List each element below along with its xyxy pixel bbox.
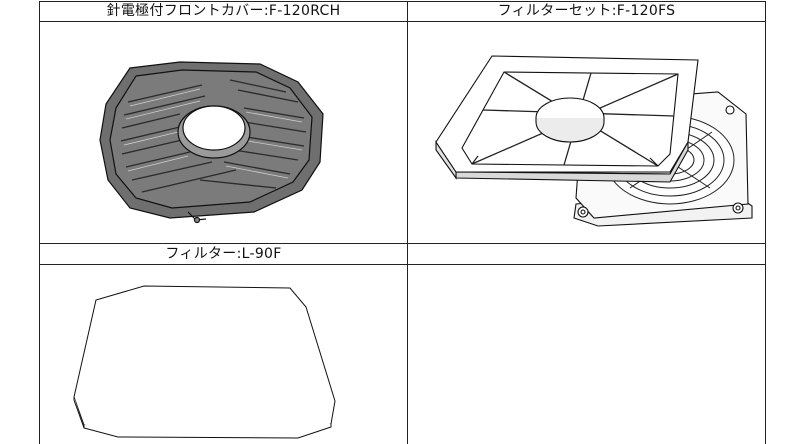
table-row-divider (39, 21, 766, 22)
caption-filter: フィルター:L-90F (165, 246, 282, 262)
table-border-top (39, 1, 766, 2)
table-border-right (765, 1, 766, 444)
table-border-left (39, 1, 40, 444)
caption-front-cover: 針電極付フロントカバー:F-120RCH (106, 3, 341, 19)
table-row-divider (39, 243, 766, 244)
filter-set-image (435, 55, 753, 227)
table-column-divider (407, 1, 408, 444)
caption-empty (408, 244, 765, 264)
table-row-divider (39, 264, 766, 265)
caption-filter-set: フィルターセット:F-120FS (497, 3, 676, 19)
empty-image-cell (408, 265, 765, 444)
filter-sheet-image (73, 285, 336, 439)
front-cover-image (99, 61, 324, 224)
